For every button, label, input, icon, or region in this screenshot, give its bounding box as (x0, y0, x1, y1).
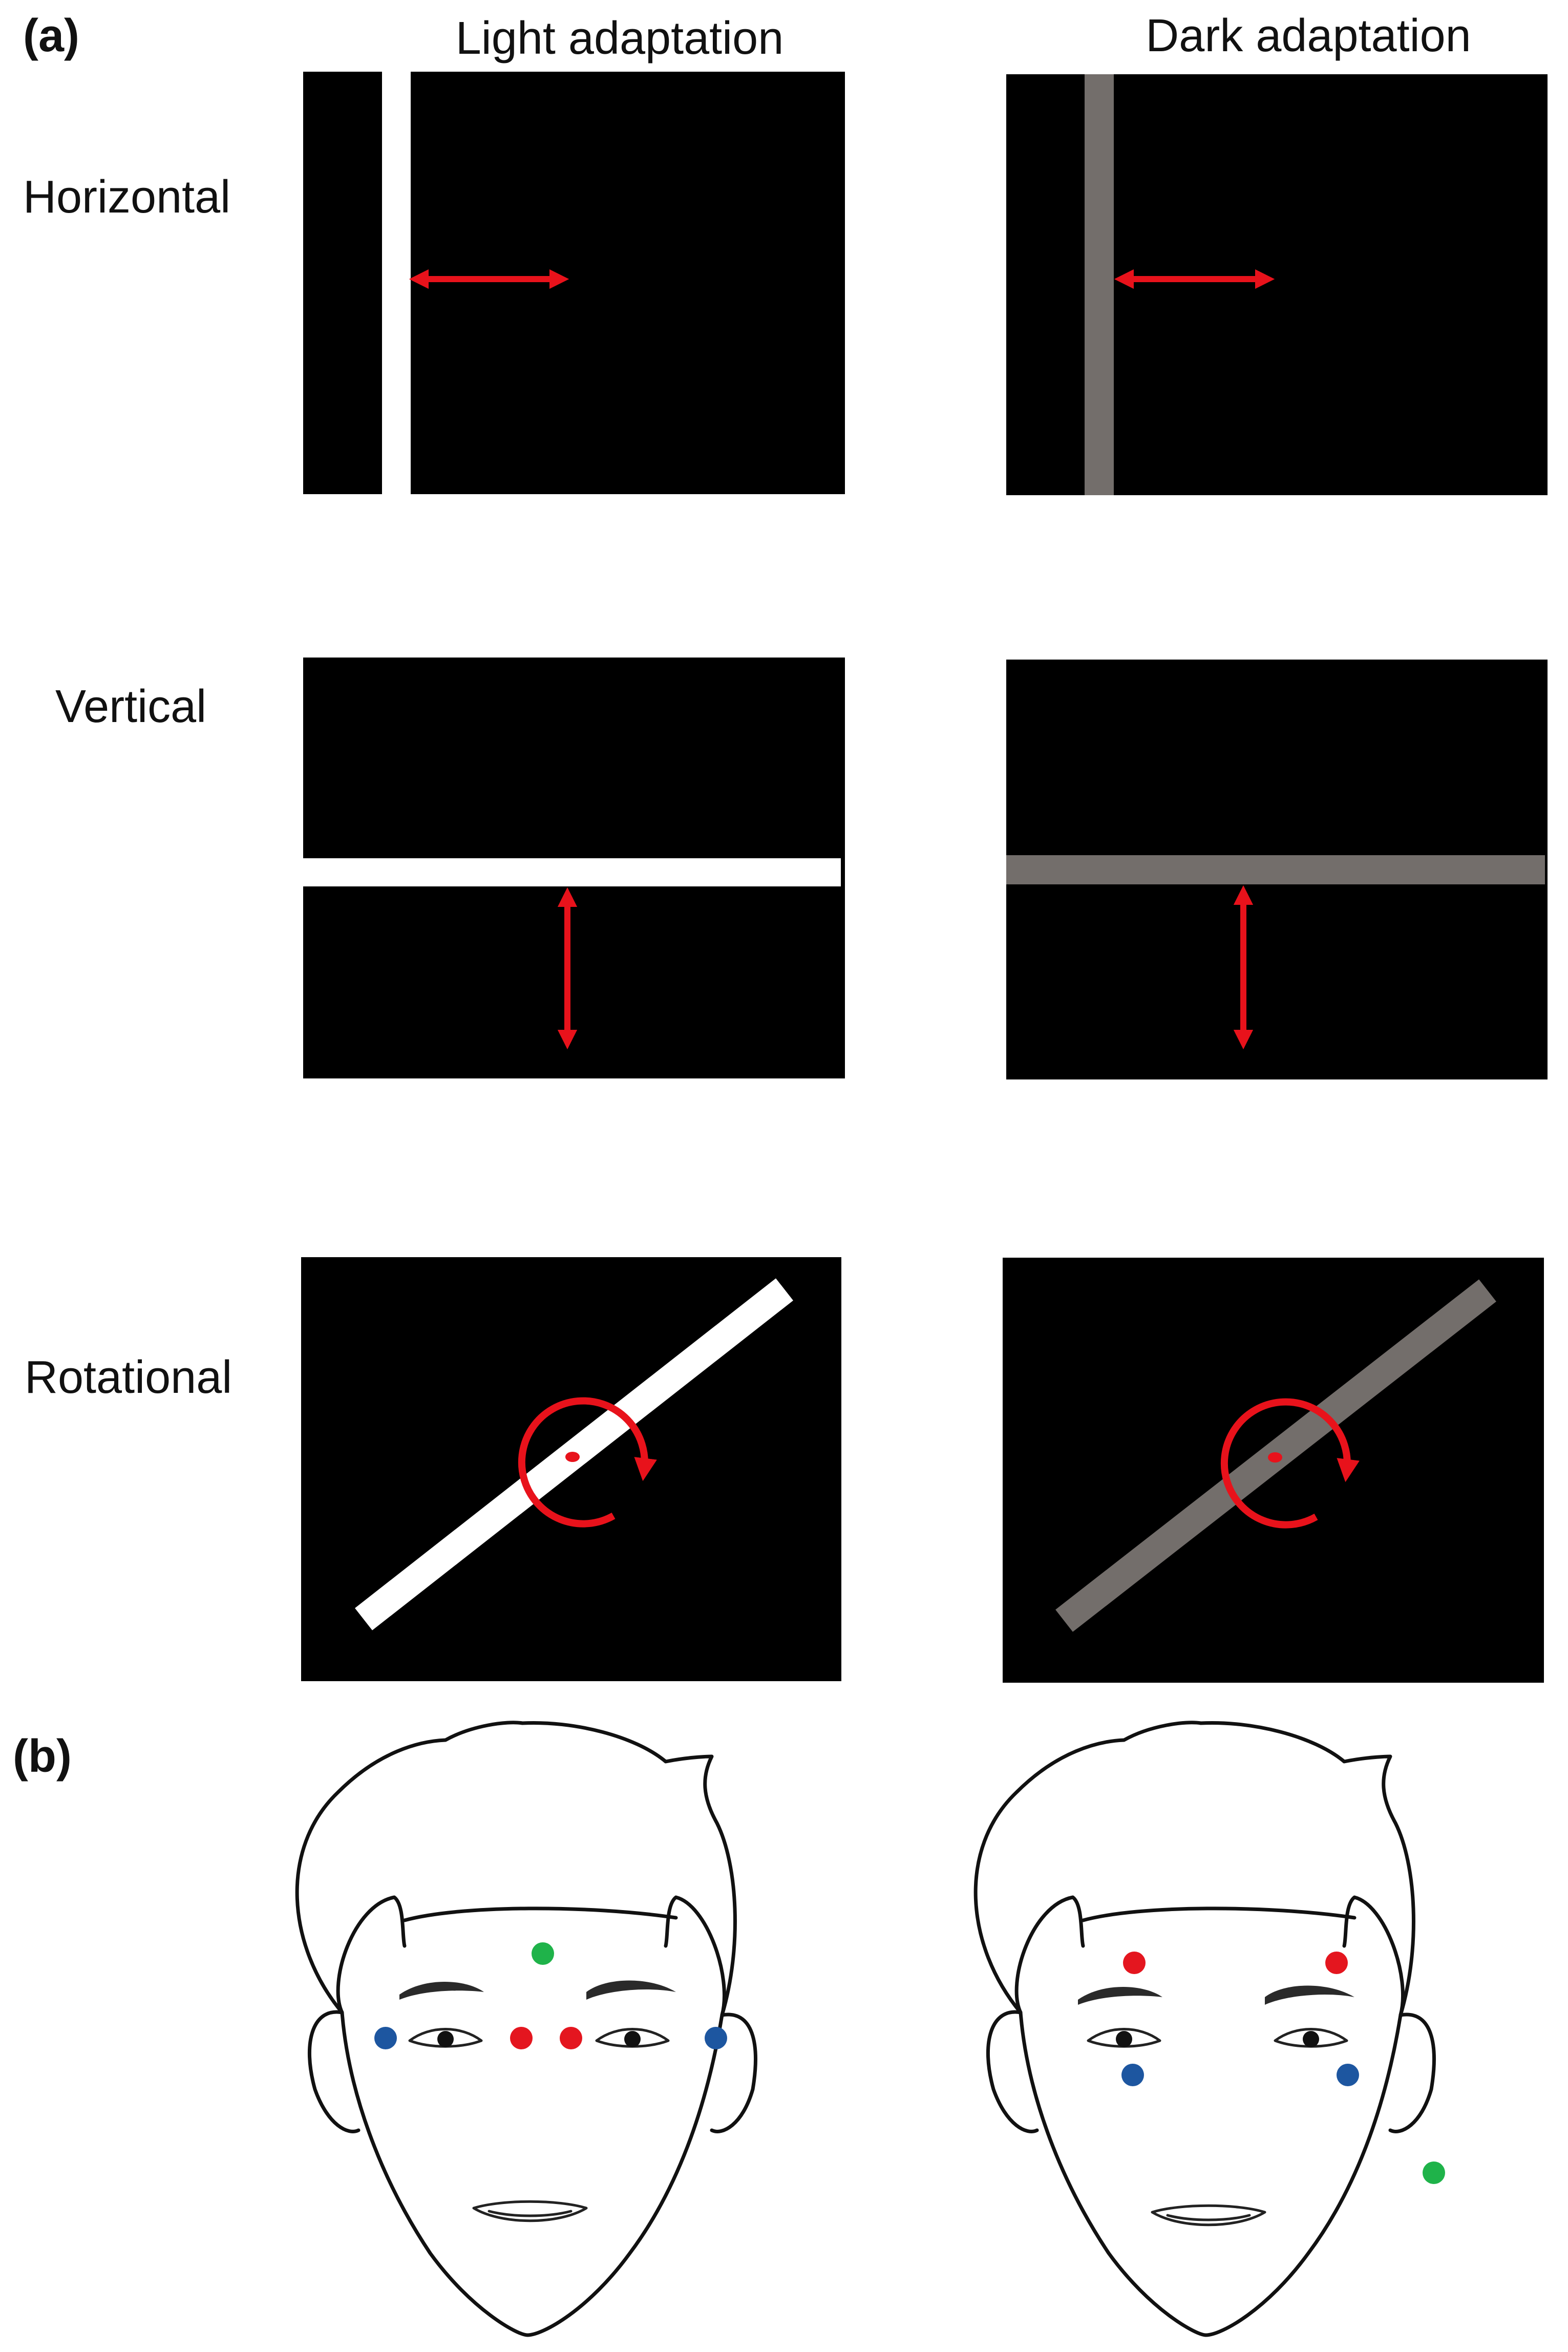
eye-left (1087, 2028, 1161, 2048)
stimulus-vertical-dark (1006, 660, 1548, 1079)
dark-bar (1006, 855, 1545, 884)
electrode-inner-canthus-left (510, 2027, 533, 2049)
pupil-right (1303, 2031, 1319, 2047)
ear-right (1388, 2012, 1436, 2133)
electrode-ground (532, 1942, 554, 1965)
eyebrow-left (399, 1982, 484, 2000)
eye-right (1274, 2028, 1348, 2048)
eyebrow-left (1078, 1987, 1162, 2005)
mouth-inner (488, 2210, 573, 2217)
electrode-inner-canthus-right (560, 2027, 582, 2049)
forehead-line (402, 1906, 678, 1922)
electrode-below-eye-right (1337, 2064, 1359, 2086)
stimulus-rotational-light (301, 1257, 841, 1681)
rotation-arrow-icon (518, 1397, 657, 1528)
stimulus-vertical-light (303, 658, 845, 1078)
light-bar (303, 858, 841, 886)
face-left (295, 1721, 757, 2337)
column-title-light: Light adaptation (456, 13, 784, 64)
rotation-center-dot (565, 1452, 580, 1462)
hairline-left (336, 1895, 407, 2015)
stimulus-rotational-dark (1003, 1258, 1544, 1683)
mouth (1151, 2204, 1266, 2227)
electrode-above-eye-left (1123, 1952, 1146, 1974)
stimulus-horizontal-light (303, 72, 845, 494)
eyebrow-right (586, 1980, 676, 2000)
mouth (472, 2200, 588, 2222)
hairline-right (664, 1895, 726, 2017)
electrode-outer-canthus-left (374, 2027, 397, 2049)
ear-left (986, 2010, 1039, 2133)
electrode-above-eye-right (1325, 1952, 1348, 1974)
head-outline (295, 1721, 737, 2017)
head-outline (973, 1721, 1415, 2017)
mouth-inner (1166, 2214, 1251, 2221)
panel-a-label: (a) (23, 10, 79, 61)
row-label-rotational: Rotational (25, 1352, 232, 1403)
rotation-center-dot (1268, 1452, 1282, 1463)
light-bar (382, 72, 411, 494)
pupil-right (624, 2031, 641, 2047)
jaw-outline (1019, 2010, 1403, 2337)
electrode-below-eye-left (1121, 2064, 1144, 2086)
pupil-left (1116, 2031, 1132, 2047)
hairline-right (1342, 1895, 1405, 2017)
stimulus-horizontal-dark (1006, 74, 1548, 495)
eye-right (595, 2028, 670, 2048)
hairline-left (1014, 1895, 1085, 2015)
face-right (973, 1721, 1445, 2337)
ear-right (710, 2012, 757, 2133)
panel-b-label: (b) (13, 1731, 72, 1782)
electrode-outer-canthus-right (705, 2027, 727, 2049)
row-label-vertical: Vertical (55, 681, 206, 732)
rotation-arrow-icon (1220, 1398, 1360, 1529)
dark-bar (1085, 74, 1114, 495)
ear-left (308, 2010, 361, 2133)
eyebrow-right (1265, 1985, 1354, 2005)
row-label-horizontal: Horizontal (23, 172, 230, 223)
electrode-ground (1423, 2162, 1445, 2184)
eye-left (408, 2028, 483, 2048)
jaw-outline (340, 2010, 724, 2337)
pupil-left (437, 2031, 454, 2047)
forehead-line (1081, 1906, 1357, 1922)
column-title-dark: Dark adaptation (1146, 10, 1471, 61)
